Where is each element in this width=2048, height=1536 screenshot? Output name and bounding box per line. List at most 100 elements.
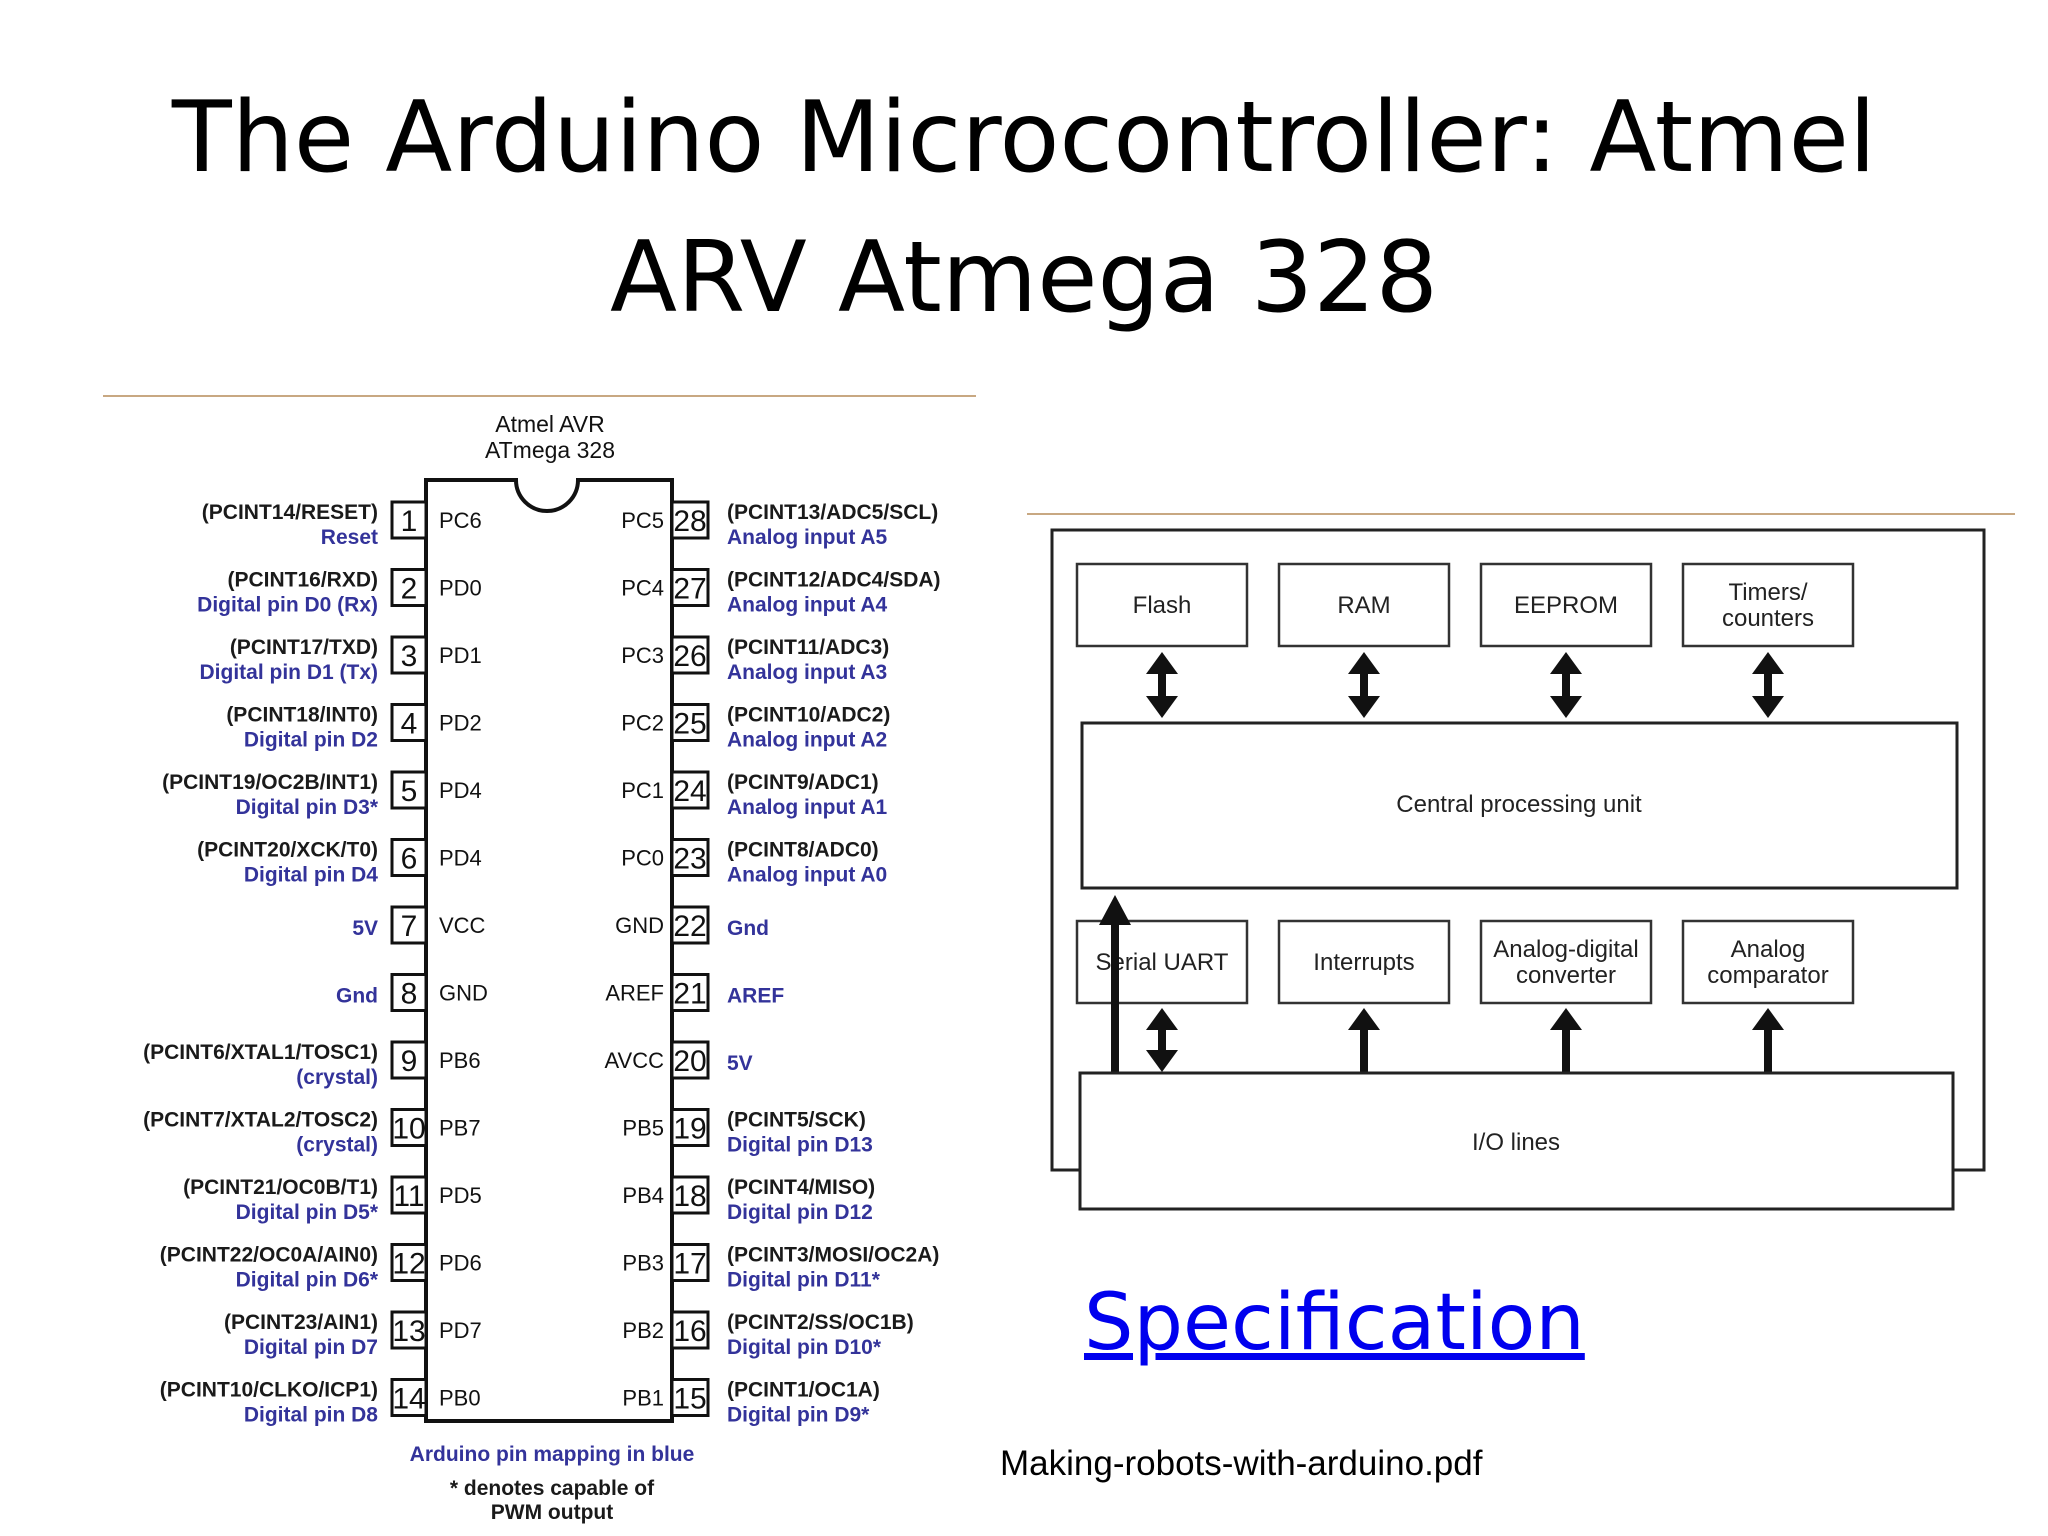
pin-box <box>390 838 428 877</box>
pin-port: PB6 <box>439 1048 481 1073</box>
pin-box <box>390 1175 428 1215</box>
pin-box <box>390 635 428 675</box>
pin-arduino-mapping: Digital pin D3* <box>236 796 379 819</box>
pin-box <box>670 568 710 607</box>
pin-function: (PCINT1/OC1A) <box>727 1379 880 1402</box>
pin-number: 14 <box>392 1383 425 1416</box>
pin-function: (PCINT5/SCK) <box>727 1109 866 1132</box>
pin-port: AREF <box>605 981 664 1006</box>
memory-block <box>1277 562 1451 648</box>
up-arrow-shaft <box>1562 1026 1570 1072</box>
pin-port: PD1 <box>439 643 482 668</box>
pin-function: (PCINT18/INT0) <box>226 704 378 727</box>
pin-function: (PCINT3/MOSI/OC2A) <box>727 1244 939 1267</box>
pin-arduino-mapping: Reset <box>321 526 378 549</box>
memory-block-label: Flash <box>1133 592 1192 619</box>
pin-port: AVCC <box>605 1048 665 1073</box>
pin-function: (PCINT21/OC0B/T1) <box>183 1176 378 1199</box>
pin-box <box>390 1378 428 1417</box>
title-line-1: The Arduino Microcontroller: Atmel <box>171 81 1877 195</box>
pin-port: PD2 <box>439 711 482 736</box>
arrow-head-up <box>1146 652 1178 674</box>
pin-number: 13 <box>392 1315 425 1348</box>
title-line-2: ARV Atmega 328 <box>610 221 1438 335</box>
pin-number: 10 <box>392 1113 425 1146</box>
pin-arduino-mapping: Analog input A2 <box>727 729 887 752</box>
arrow-head-up <box>1550 652 1582 674</box>
io-lines-block <box>1078 1071 1955 1211</box>
pin-port: PB5 <box>622 1116 664 1141</box>
pin-function: (PCINT10/ADC2) <box>727 704 890 727</box>
pin-number: 23 <box>673 843 706 876</box>
pin-number: 12 <box>392 1248 425 1281</box>
memory-block <box>1075 562 1249 648</box>
pin-function: (PCINT20/XCK/T0) <box>197 839 378 862</box>
pin-arduino-mapping: Digital pin D10* <box>727 1336 882 1359</box>
pin-arduino-mapping: Digital pin D7 <box>244 1336 378 1359</box>
pin-arduino-mapping: (crystal) <box>296 1066 378 1089</box>
memory-arrows <box>1146 652 1784 718</box>
pin-port: PB3 <box>622 1251 664 1276</box>
arrow-head-down <box>1348 696 1380 718</box>
arrow-head-up <box>1550 1008 1582 1030</box>
arrow-head-up <box>1146 1008 1178 1030</box>
pin-arduino-mapping: Digital pin D4 <box>244 864 378 887</box>
pin-box <box>390 1108 428 1147</box>
pin-arduino-mapping: 5V <box>727 1052 753 1075</box>
pin-box <box>390 973 428 1012</box>
pin-function: (PCINT11/ADC3) <box>727 636 889 659</box>
chip-body <box>424 478 674 1423</box>
arrow-head-down <box>1146 696 1178 718</box>
pin-function: (PCINT2/SS/OC1B) <box>727 1311 914 1334</box>
slide-title: The Arduino Microcontroller: Atmel ARV A… <box>0 68 2048 348</box>
memory-block-label: Timers/ <box>1728 579 1807 606</box>
pin-arduino-mapping: Analog input A0 <box>727 864 887 887</box>
memory-block-label: EEPROM <box>1514 592 1618 619</box>
specification-link[interactable]: Specification <box>1084 1278 1585 1368</box>
arrow-head-up <box>1348 1008 1380 1030</box>
pin-port: PC3 <box>621 643 664 668</box>
pin-arduino-mapping: Analog input A1 <box>727 796 888 819</box>
up-arrow-shaft <box>1764 1026 1772 1072</box>
pin-box <box>670 1243 710 1282</box>
pin-arduino-mapping: (crystal) <box>296 1134 378 1157</box>
pin-arduino-mapping: Digital pin D11* <box>727 1269 881 1292</box>
pin-number: 21 <box>673 978 706 1011</box>
pin-box <box>670 905 710 945</box>
pin-number: 27 <box>673 573 706 606</box>
pin-number: 3 <box>401 640 418 673</box>
pin-arduino-mapping: Analog input A3 <box>727 661 887 684</box>
pin-port: GND <box>615 913 664 938</box>
pin-port: PC4 <box>621 576 664 601</box>
pin-function: (PCINT4/MISO) <box>727 1176 875 1199</box>
pin-box <box>670 703 710 742</box>
double-arrow-shaft <box>1562 670 1570 700</box>
pin-arduino-mapping: Analog input A4 <box>727 594 888 617</box>
pin-port: PB7 <box>439 1116 481 1141</box>
pin-number: 6 <box>401 843 418 876</box>
pin-arduino-mapping: Digital pin D12 <box>727 1201 873 1224</box>
pin-box <box>670 770 710 810</box>
pinout-footer-line-3: PWM output <box>491 1501 613 1524</box>
pin-number: 24 <box>673 775 706 808</box>
chip-name-line-1: Atmel AVR <box>495 411 605 437</box>
source-note: Making-robots-with-arduino.pdf <box>1000 1444 1483 1483</box>
peripheral-arrows <box>1146 1008 1784 1072</box>
pin-function: (PCINT12/ADC4/SDA) <box>727 569 941 592</box>
pinout-footer-line-2: * denotes capable of <box>450 1477 655 1500</box>
pin-function: (PCINT22/OC0A/AIN0) <box>160 1244 378 1267</box>
pin-arduino-mapping: Gnd <box>727 917 769 940</box>
pin-port: GND <box>439 981 488 1006</box>
pin-number: 28 <box>673 505 706 538</box>
pin-arduino-mapping: Digital pin D9* <box>727 1404 870 1427</box>
pin-arduino-mapping: Digital pin D5* <box>236 1201 379 1224</box>
arrow-head-down <box>1752 696 1784 718</box>
pin-box <box>670 973 710 1012</box>
pin-function: (PCINT7/XTAL2/TOSC2) <box>143 1109 378 1132</box>
pin-arduino-mapping: Digital pin D8 <box>244 1404 378 1427</box>
pin-box <box>670 1108 710 1147</box>
